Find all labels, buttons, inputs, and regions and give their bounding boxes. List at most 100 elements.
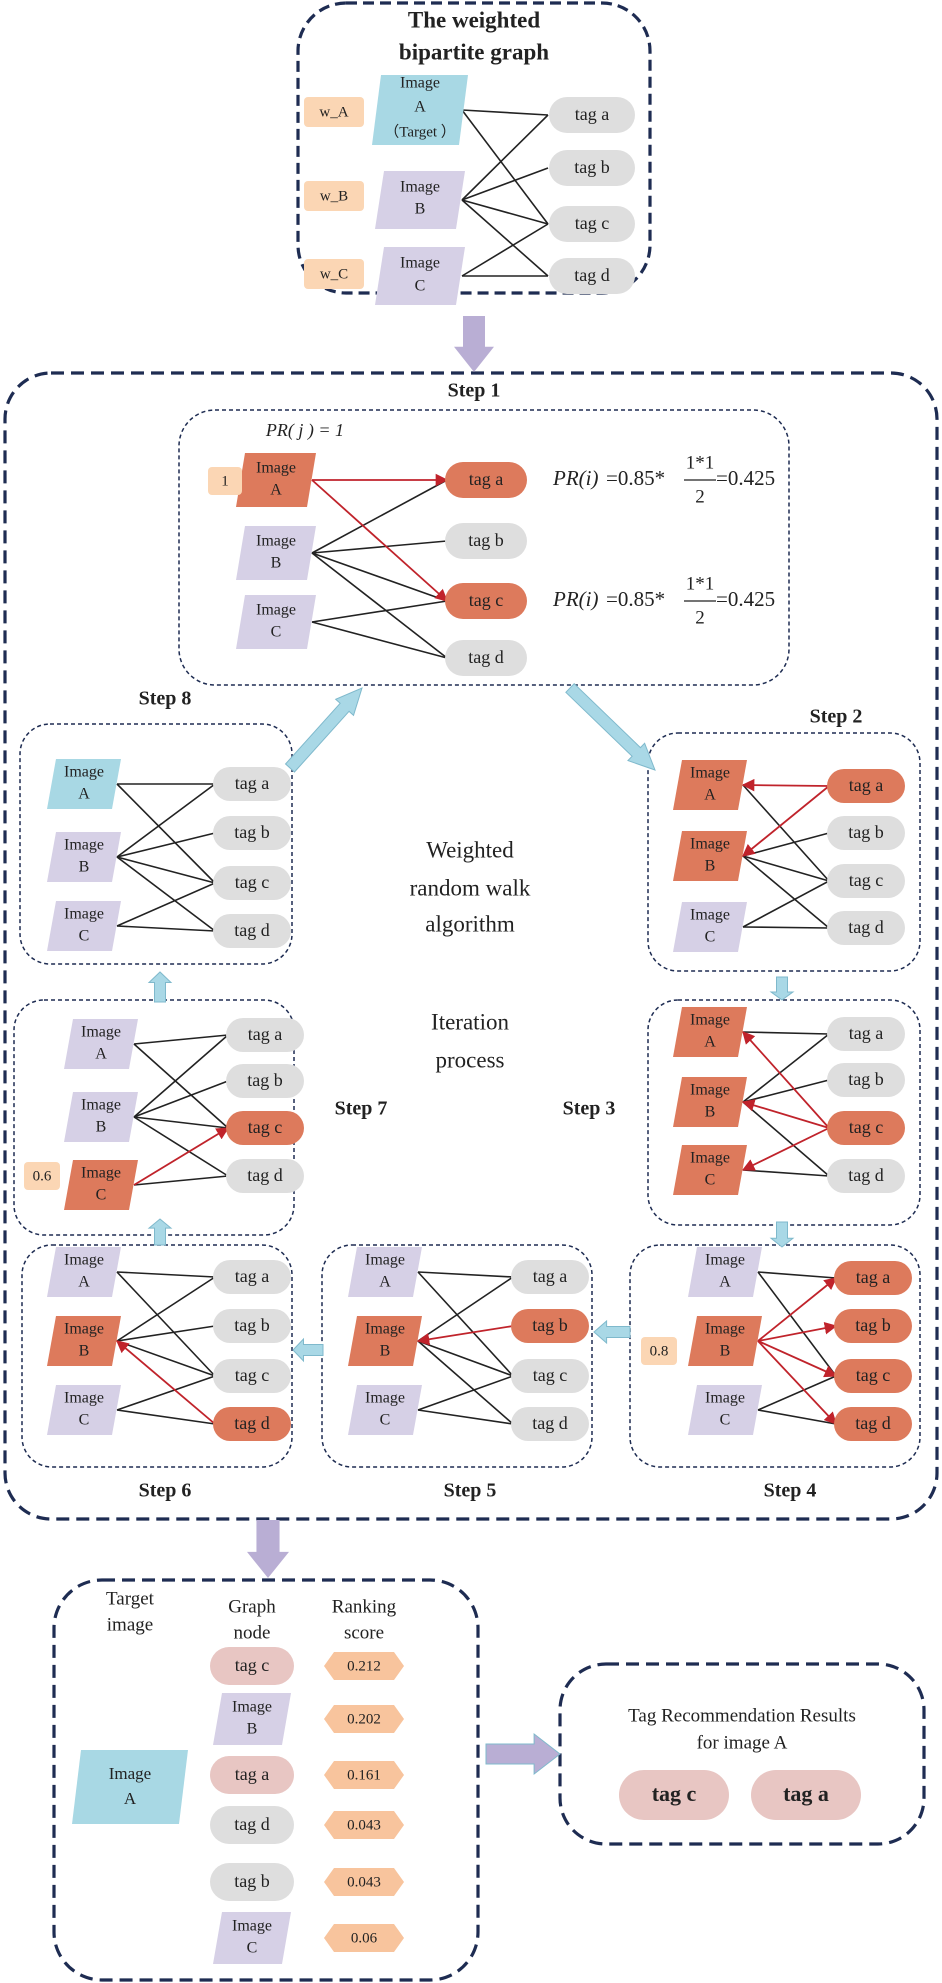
step3-label: Step 3 — [563, 1098, 616, 1120]
tag-node-label: tag a — [533, 1266, 567, 1286]
image-node-letter: B — [380, 1343, 391, 1360]
tag-node-label: tag d — [234, 1413, 270, 1433]
rank-score-box — [324, 1811, 404, 1839]
image-node-label: Image — [64, 1390, 104, 1407]
tag-node-label: tag a — [849, 1023, 883, 1043]
image-node-label: Image — [690, 907, 730, 924]
image-node-c — [673, 1145, 747, 1195]
step4-weight-box-label: 0.8 — [650, 1343, 669, 1359]
graph-edge — [116, 925, 216, 932]
red-walk-arrow — [133, 1127, 230, 1186]
rank-header-target-2: image — [107, 1614, 153, 1635]
rank-target-image-l1: Image — [109, 1764, 151, 1783]
arrow-step7-to-step8 — [147, 971, 173, 1003]
image-node-label: Image — [81, 1097, 121, 1114]
graph-edge — [133, 1080, 229, 1118]
rank-score-value: 0.043 — [347, 1874, 381, 1890]
tag-node-a — [827, 769, 905, 803]
rank-score-box — [324, 1924, 404, 1952]
step4-weight-box — [641, 1337, 677, 1365]
center-line1: Weighted — [426, 837, 514, 862]
image-node-letter: B — [271, 555, 282, 572]
tag-node-b — [226, 1064, 304, 1098]
step1-formula-res: =0.425 — [716, 466, 775, 490]
rank-tag-node — [210, 1756, 294, 1794]
image-node-letter: A — [95, 1046, 107, 1063]
top-tag-label: tag b — [574, 157, 610, 177]
ranking-frame — [52, 1578, 480, 1982]
arrow-step1-to-step2 — [565, 682, 656, 771]
result-title-2: for image A — [697, 1732, 788, 1753]
step4-box — [629, 1244, 921, 1468]
rank-header-target-1: Target — [106, 1588, 155, 1609]
tag-node-b — [827, 1063, 905, 1097]
tag-node-label: tag d — [848, 1165, 884, 1185]
arrow-step4-to-step5 — [593, 1319, 631, 1345]
arrow-step3-to-step4 — [769, 1221, 795, 1248]
top-title-line1: The weighted — [408, 7, 540, 32]
rank-score-box — [324, 1652, 404, 1680]
weight-box-b — [304, 181, 364, 211]
graph-edge — [757, 1271, 837, 1279]
step5-label: Step 5 — [444, 1480, 497, 1502]
rank-image-node — [213, 1693, 291, 1745]
tag-node-c — [226, 1111, 304, 1145]
tag-node-b — [213, 1309, 291, 1343]
image-node-label: Image — [81, 1024, 121, 1041]
tag-node-label: tag c — [849, 1117, 883, 1137]
tag-node-c — [213, 866, 291, 900]
arrow-step8-to-step1 — [284, 687, 363, 773]
image-node-b — [348, 1316, 422, 1366]
step4-label: Step 4 — [764, 1480, 817, 1502]
image-node-c — [64, 1160, 138, 1210]
arrow-step2-to-step3 — [769, 976, 795, 1001]
red-walk-arrow — [741, 778, 830, 792]
image-node-label: Image — [365, 1390, 405, 1407]
step5-box — [321, 1244, 593, 1468]
graph-edge — [116, 1276, 216, 1342]
tag-node-a — [834, 1261, 912, 1295]
image-node-label: Image — [705, 1321, 745, 1338]
tag-node-label: tag a — [849, 775, 883, 795]
top-image-b-l1: Image — [400, 179, 440, 196]
image-node-letter: B — [720, 1343, 731, 1360]
top-graph-edge — [461, 167, 549, 201]
graph-edge — [116, 1325, 216, 1342]
tag-node-label: tag a — [235, 1266, 269, 1286]
image-node-letter: A — [719, 1274, 731, 1291]
graph-edge — [116, 856, 216, 932]
graph-edge — [757, 1409, 837, 1425]
tag-node-a — [213, 1260, 291, 1294]
graph-edge — [742, 1079, 830, 1103]
rank-image-l2: B — [247, 1721, 258, 1738]
tag-node-label: tag d — [234, 920, 270, 940]
arrow-step6-to-step7 — [147, 1218, 173, 1246]
image-node-label: Image — [256, 460, 296, 477]
tag-node-c — [511, 1359, 589, 1393]
rank-header-score-2: score — [344, 1622, 384, 1643]
image-node-letter: B — [79, 1343, 90, 1360]
tag-node-label: tag d — [468, 647, 504, 667]
image-node-label: Image — [690, 1082, 730, 1099]
image-node-b — [673, 1077, 747, 1127]
image-node-a — [348, 1247, 422, 1297]
rank-target-image-l2: A — [124, 1789, 137, 1808]
image-node-label: Image — [690, 1150, 730, 1167]
top-tag-node — [549, 97, 635, 133]
tag-node-label: tag c — [469, 590, 503, 610]
tag-node-label: tag c — [248, 1117, 282, 1137]
top-title-line2: bipartite graph — [399, 39, 549, 64]
red-walk-arrow — [757, 1340, 837, 1425]
tag-node-c — [834, 1359, 912, 1393]
top-graph-edge — [461, 199, 549, 225]
tag-node-b — [827, 816, 905, 850]
image-node-c — [47, 1385, 121, 1435]
rank-score-box — [324, 1761, 404, 1789]
graph-edge — [116, 1409, 216, 1425]
image-node-label: Image — [705, 1252, 745, 1269]
red-walk-arrow — [416, 1325, 514, 1346]
step1-formula-num: 1*1 — [686, 573, 715, 594]
step1-formula-res: =0.425 — [716, 587, 775, 611]
graph-edge — [742, 1033, 830, 1103]
image-node-a — [64, 1019, 138, 1069]
